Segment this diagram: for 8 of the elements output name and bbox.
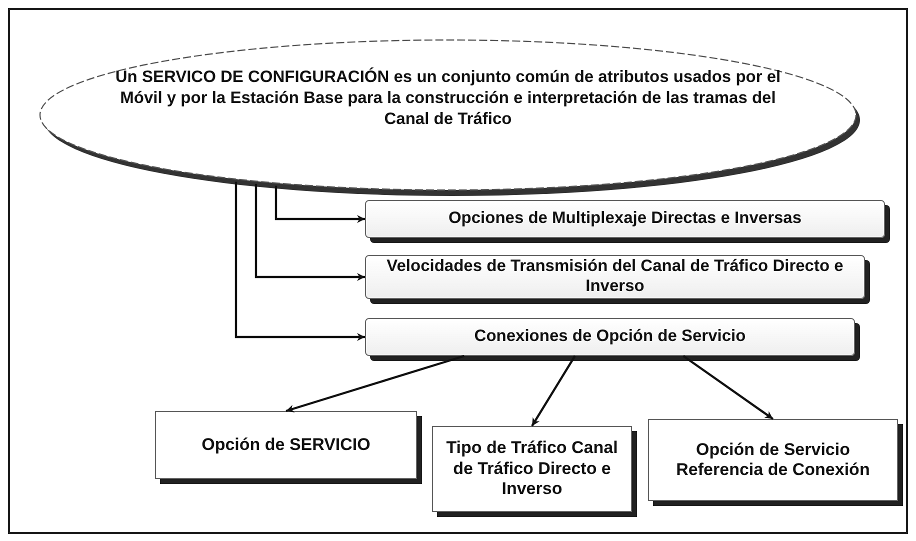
arrow [274,186,365,223]
arrow [682,355,774,420]
arrow [234,182,365,341]
arrow [286,354,465,412]
definition-text: Un SERVICO DE CONFIGURACIÓN es un conjunto común de atributos usados por el Móvil y por la Estación Base para la construcción e interpretación de las tramas del Canal de Tráfico [114,67,782,130]
arrow [531,355,576,427]
arrow [254,184,365,281]
definition-ellipse [38,37,858,193]
